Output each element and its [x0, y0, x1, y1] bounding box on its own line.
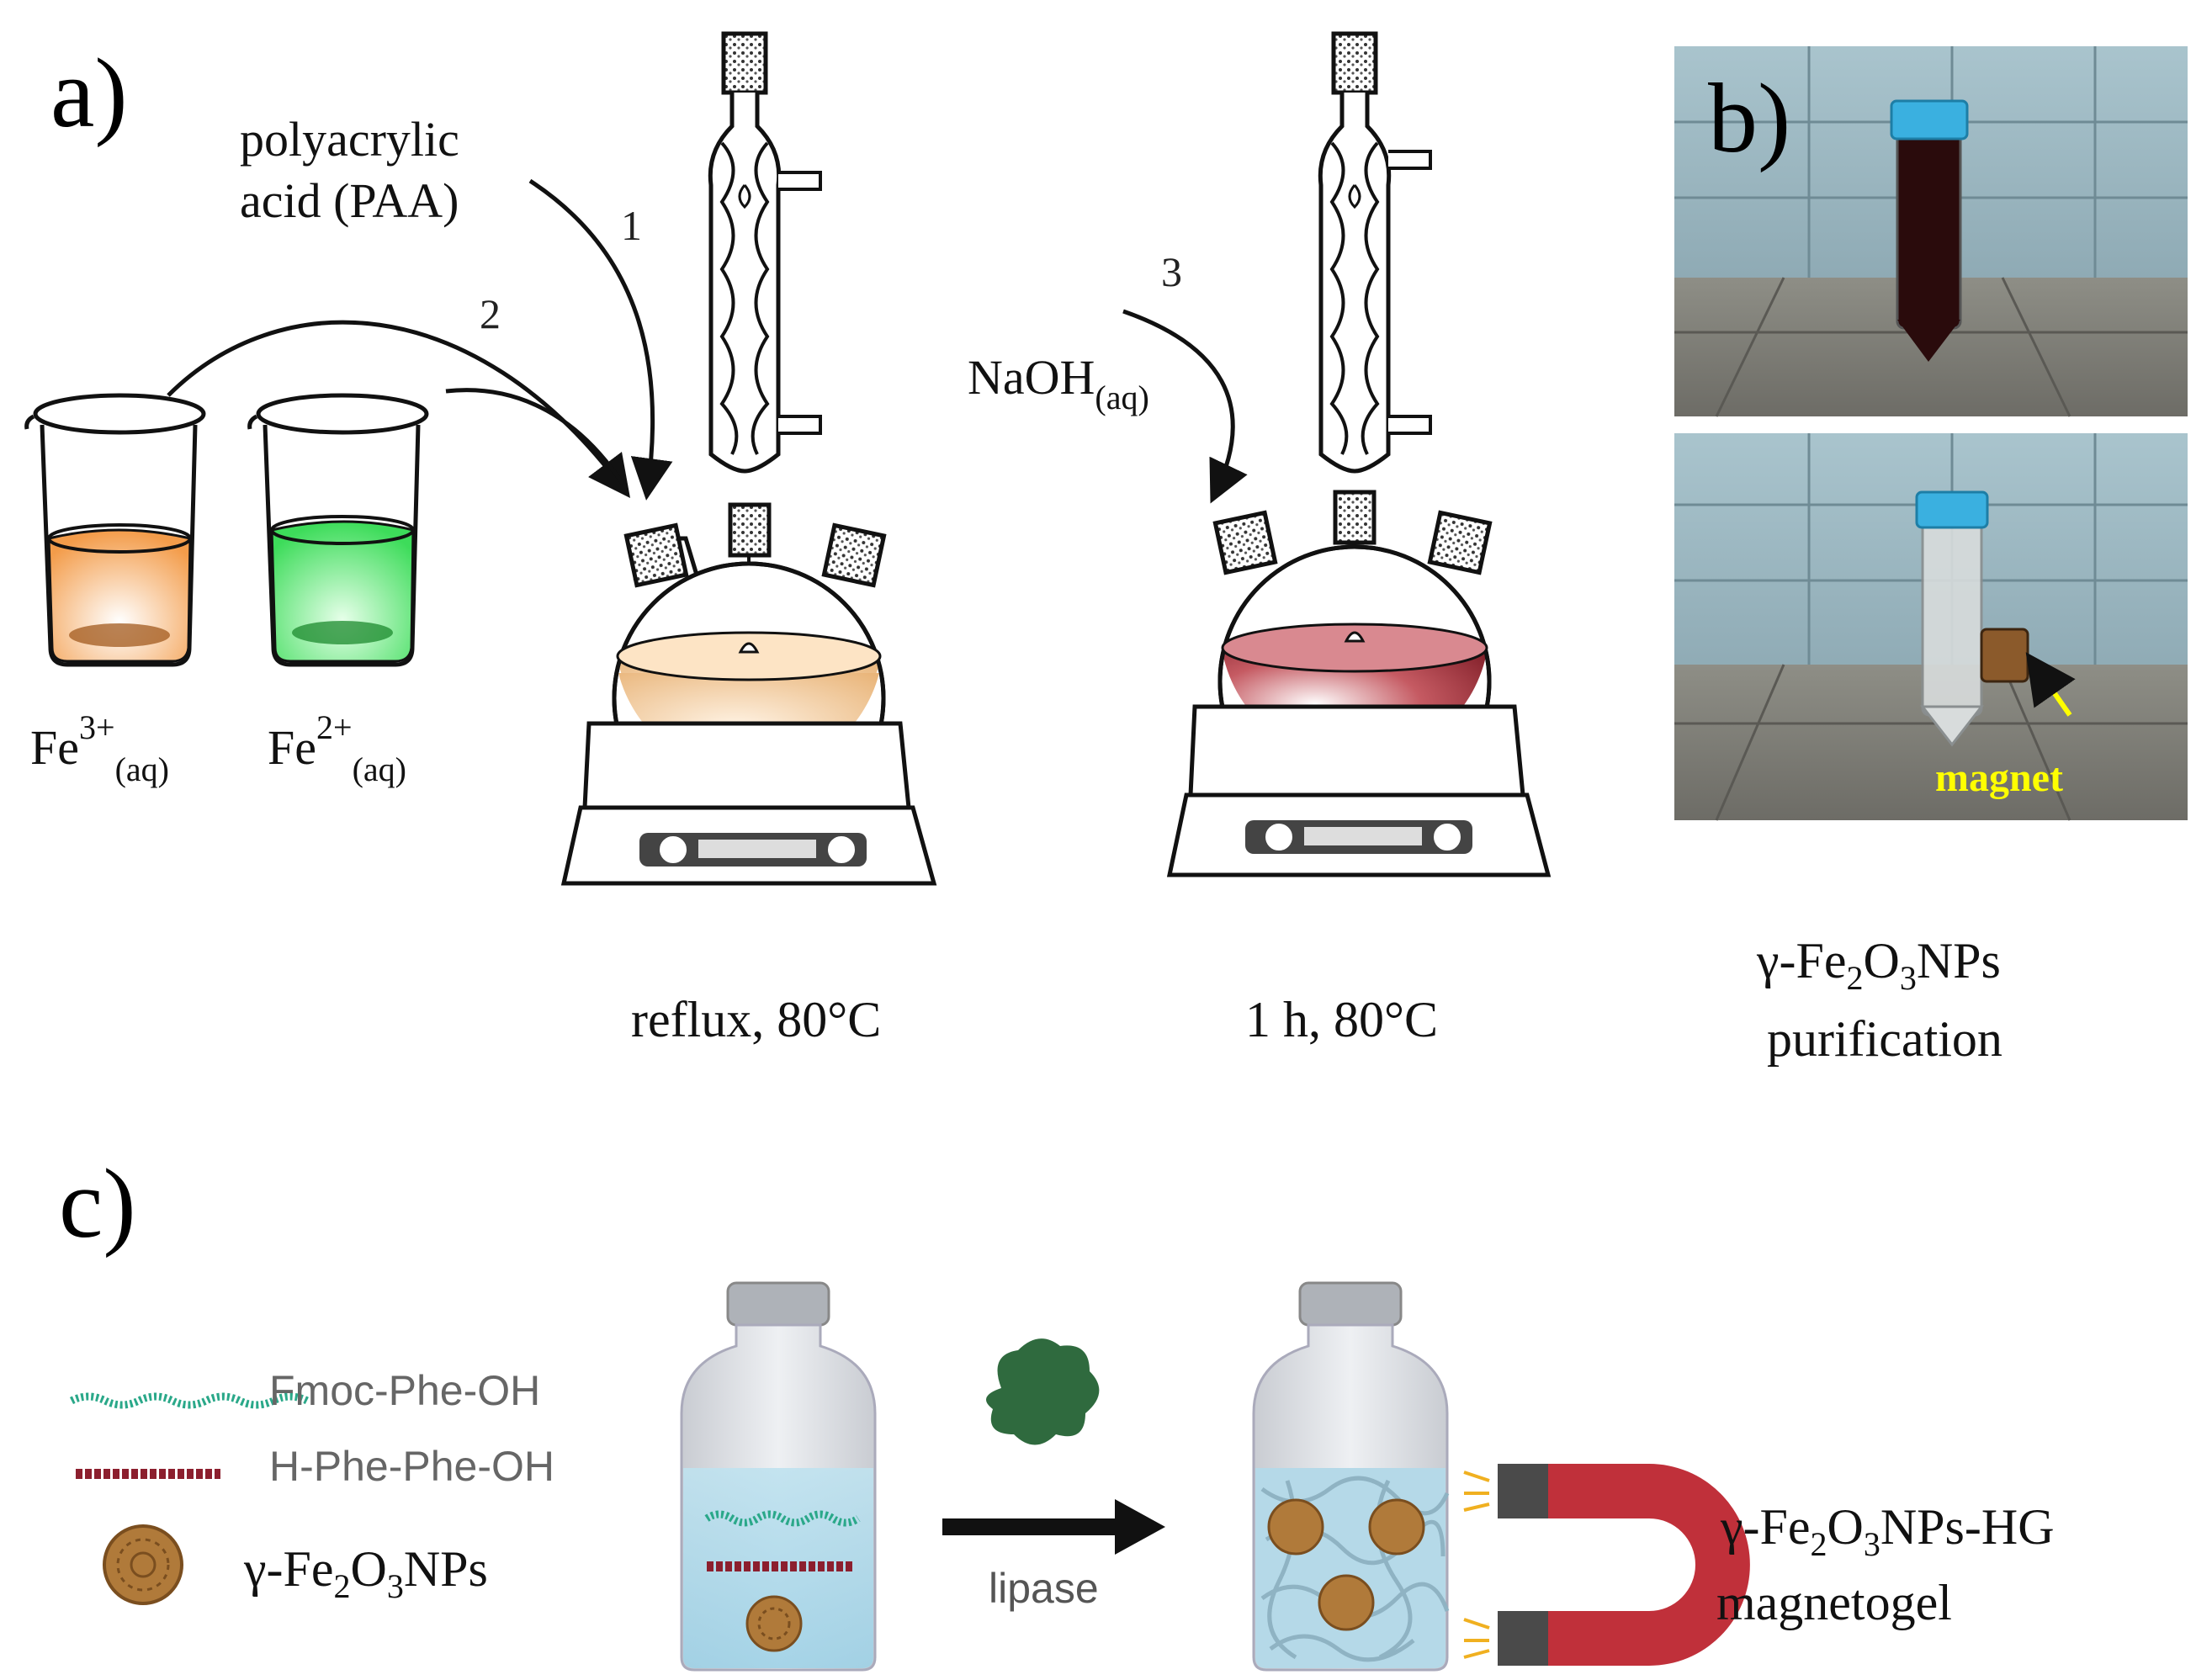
beaker-fe3 — [24, 393, 206, 667]
lipase-label: lipase — [989, 1565, 1099, 1612]
product-label-line2: magnetogel — [1716, 1575, 1952, 1630]
panel-c: c) Fmoc-Phe-OH H-Phe-Phe-OH γ-Fe2O3NPs l… — [59, 1148, 2055, 1672]
magnet-label: magnet — [1935, 755, 2063, 800]
panel-a-label: a) — [50, 38, 128, 148]
legend-nanoparticle-label: γ-Fe2O3NPs — [243, 1541, 488, 1605]
step1-number: 1 — [621, 202, 642, 249]
legend-hphe-label: H-Phe-Phe-OH — [269, 1443, 554, 1490]
photo-with-magnet: magnet — [1674, 433, 2188, 821]
reflux-condition: reflux, 80°C — [631, 992, 881, 1047]
reflux-apparatus-1 — [560, 31, 937, 886]
fe2-label: Fe2+(aq) — [268, 708, 406, 788]
legend-fmoc-label: Fmoc-Phe-OH — [269, 1367, 540, 1414]
lipase-enzyme-icon — [986, 1338, 1100, 1445]
beaker-fe2 — [247, 393, 429, 667]
panel-b: magnet b) γ-Fe2O3NPs purification — [1674, 46, 2188, 1067]
panel-b-label: b) — [1708, 63, 1790, 173]
step3-number: 3 — [1161, 248, 1182, 295]
paa-label-line1: polyacrylic — [240, 112, 459, 167]
gelation-arrow-head — [1115, 1499, 1165, 1555]
time-condition: 1 h, 80°C — [1245, 992, 1438, 1047]
bottle-before-gelation — [680, 1281, 877, 1672]
product-label-line1: γ-Fe2O3NPs-HG — [1720, 1499, 2055, 1563]
panel-a: a) polyacrylic acid (PAA) 1 2 Fe3+(a — [24, 31, 1552, 1047]
naoh-label: NaOH(aq) — [968, 350, 1149, 416]
arrow-step1 — [528, 178, 673, 501]
panel-c-label: c) — [59, 1148, 136, 1259]
step2-number: 2 — [480, 290, 501, 337]
panel-b-caption-line2: purification — [1767, 1011, 2002, 1067]
horseshoe-magnet-icon — [1463, 1464, 1750, 1666]
panel-b-caption-line1: γ-Fe2O3NPs — [1756, 933, 2001, 997]
arrow-step3 — [1122, 309, 1248, 504]
paa-label-line2: acid (PAA) — [240, 173, 459, 228]
fe3-label: Fe3+(aq) — [30, 708, 169, 788]
reflux-apparatus-2 — [1166, 31, 1552, 877]
legend-nanoparticle-swatch — [103, 1524, 183, 1605]
magnet-pointer-arrow — [2025, 652, 2076, 717]
arrow-step2-branch — [445, 388, 625, 485]
legend-fmoc-swatch — [69, 1392, 310, 1409]
bottle-after-gelation — [1252, 1281, 1450, 1672]
photo-before-magnet — [1674, 46, 2188, 417]
